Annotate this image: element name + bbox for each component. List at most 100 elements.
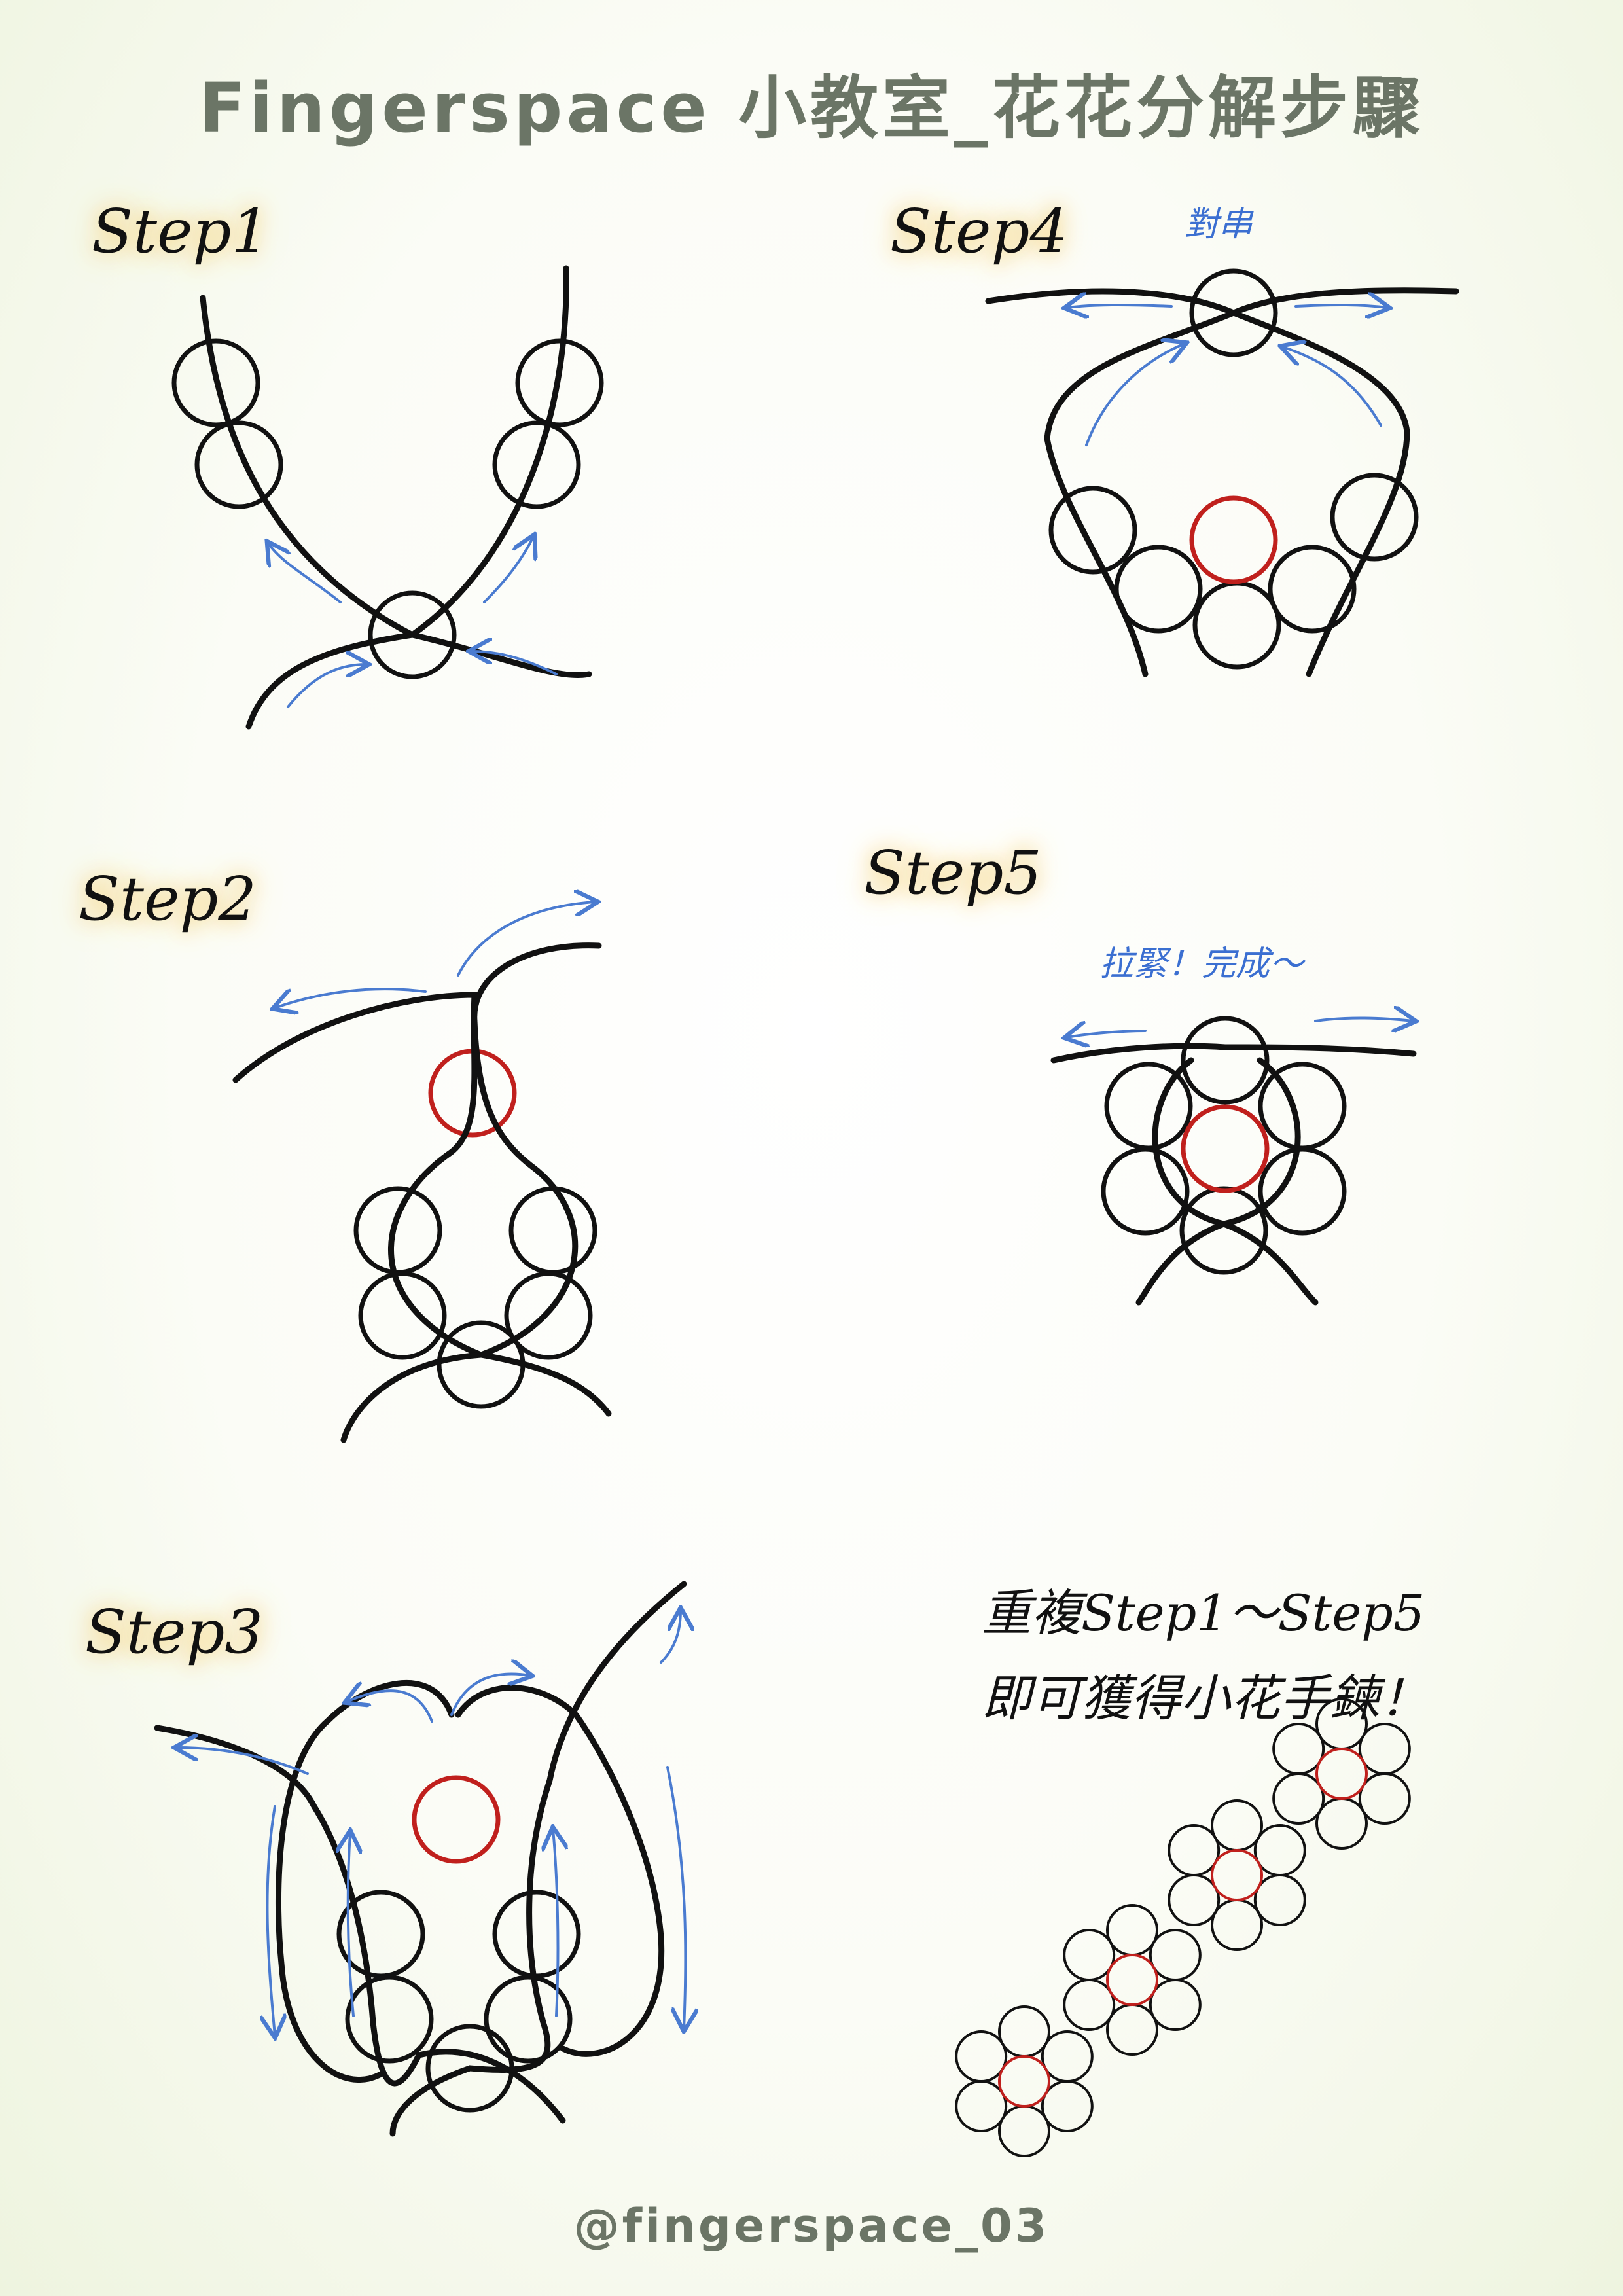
step4-arrow [1067, 305, 1173, 308]
step3-bead [492, 1890, 581, 1979]
step2-arrow [457, 902, 596, 977]
bracelet-bead [1272, 1772, 1325, 1825]
bracelet-center-bead [998, 2055, 1050, 2108]
bracelet-bead [998, 2005, 1050, 2058]
step3-arrow [450, 1674, 530, 1716]
bracelet-bead [1149, 1929, 1202, 1981]
step4-diagram [985, 268, 1459, 677]
bracelet-bead [998, 2105, 1050, 2157]
bracelet-bead [1106, 2003, 1158, 2056]
step5-arrow [1314, 1018, 1414, 1021]
step3-bead [345, 1975, 434, 2064]
repeat-line-1: 重複Step1～Step5 [982, 1584, 1425, 1642]
bracelet-bead [1315, 1698, 1368, 1750]
bracelet-center-bead [1315, 1748, 1368, 1800]
step5-bead [1258, 1147, 1347, 1236]
step4-bead [1192, 581, 1281, 670]
bracelet-center-bead [1211, 1849, 1263, 1901]
step1-cord [200, 295, 592, 679]
step3-arrow [177, 1748, 309, 1775]
step4-arrow [1294, 305, 1387, 308]
step2-bead [437, 1320, 526, 1409]
step1-diagram [171, 265, 604, 730]
step2-cord [340, 942, 602, 1443]
step1-bead [368, 590, 457, 679]
step1-label: Step1 [92, 196, 270, 266]
step2-bead [504, 1271, 593, 1360]
bracelet-bead [1041, 2030, 1094, 2083]
step2-arrow [275, 988, 427, 1008]
step4-bead [1268, 545, 1357, 634]
step1-bead [492, 420, 581, 509]
bracelet-bead [1211, 1799, 1263, 1852]
step1-bead [515, 338, 604, 427]
bracelet-bead [1149, 1979, 1202, 2031]
step4-note: 對串 [1185, 205, 1253, 244]
step4-bead [1114, 545, 1203, 634]
step4-bead [1189, 268, 1278, 357]
bracelet-bead [1315, 1797, 1368, 1850]
step1-cord [245, 265, 569, 730]
bracelet-bead [1358, 1772, 1411, 1825]
author-handle: @fingerspace_03 [573, 2199, 1050, 2253]
step3-loop [455, 1685, 665, 2057]
bracelet-bead [1041, 2080, 1094, 2132]
step3-arrow [553, 1829, 558, 2017]
bracelet-bead [1063, 1979, 1116, 2031]
step3-arrow [666, 1766, 685, 2029]
step5-bead [1258, 1062, 1347, 1151]
bracelet-preview [955, 1698, 1411, 2157]
bracelet-bead [955, 2030, 1008, 2083]
step4-arrow [1283, 347, 1382, 427]
page-title: Fingerspace 小教室_花花分解步驟 [199, 68, 1424, 148]
bracelet-bead [955, 2080, 1008, 2132]
step2-bead [353, 1186, 442, 1275]
step2-cord [232, 992, 612, 1417]
step4-label: Step4 [890, 196, 1068, 266]
step3-cord [154, 1725, 566, 2124]
step3-center-bead [412, 1775, 501, 1864]
bracelet-bead [1272, 1723, 1325, 1775]
step5-arrow [1067, 1031, 1147, 1037]
bracelet-bead [1253, 1824, 1306, 1876]
step4-cord [1044, 287, 1459, 677]
step1-arrow [287, 664, 366, 708]
step3-cord [389, 1581, 687, 2137]
repeat-line-2: 即可獲得小花手鍊！ [982, 1669, 1429, 1727]
bracelet-bead [1168, 1874, 1221, 1926]
step1-bead [194, 420, 283, 509]
step2-bead [358, 1271, 447, 1360]
step2-diagram [232, 902, 612, 1443]
step5-bead [1179, 1186, 1268, 1275]
step4-bead [1048, 486, 1137, 575]
repeat-instructions: 重複Step1～Step5 即可獲得小花手鍊！ [982, 1571, 1429, 1741]
bracelet-bead [1168, 1824, 1221, 1876]
step1-bead [171, 338, 260, 427]
step5-note: 拉緊！完成～ [1099, 944, 1304, 984]
step3-arrow [348, 1833, 353, 2017]
bracelet-bead [1253, 1874, 1306, 1926]
step5-center-bead [1181, 1104, 1270, 1193]
step5-cord [1050, 1043, 1417, 1306]
step3-label: Step3 [85, 1597, 263, 1667]
step1-arrow [268, 543, 342, 603]
bracelet-bead [1358, 1723, 1411, 1775]
step1-arrow [471, 651, 558, 675]
bracelet-bead [1106, 1904, 1158, 1956]
step3-arrow [660, 1610, 681, 1664]
step2-label: Step2 [79, 864, 257, 934]
step4-arrow [1085, 344, 1185, 446]
bracelet-bead [1063, 1929, 1116, 1981]
step1-arrow [483, 537, 533, 603]
step3-arrow [267, 1805, 275, 2036]
step3-diagram [154, 1581, 687, 2137]
bracelet-center-bead [1106, 1954, 1158, 2006]
step5-diagram [1050, 1016, 1417, 1306]
step3-bead [484, 1975, 573, 2064]
step5-bead [1181, 1016, 1270, 1105]
step3-arrow [347, 1691, 433, 1723]
step4-cord [985, 288, 1410, 677]
step5-bead [1101, 1147, 1190, 1236]
step5-label: Step5 [864, 838, 1042, 908]
